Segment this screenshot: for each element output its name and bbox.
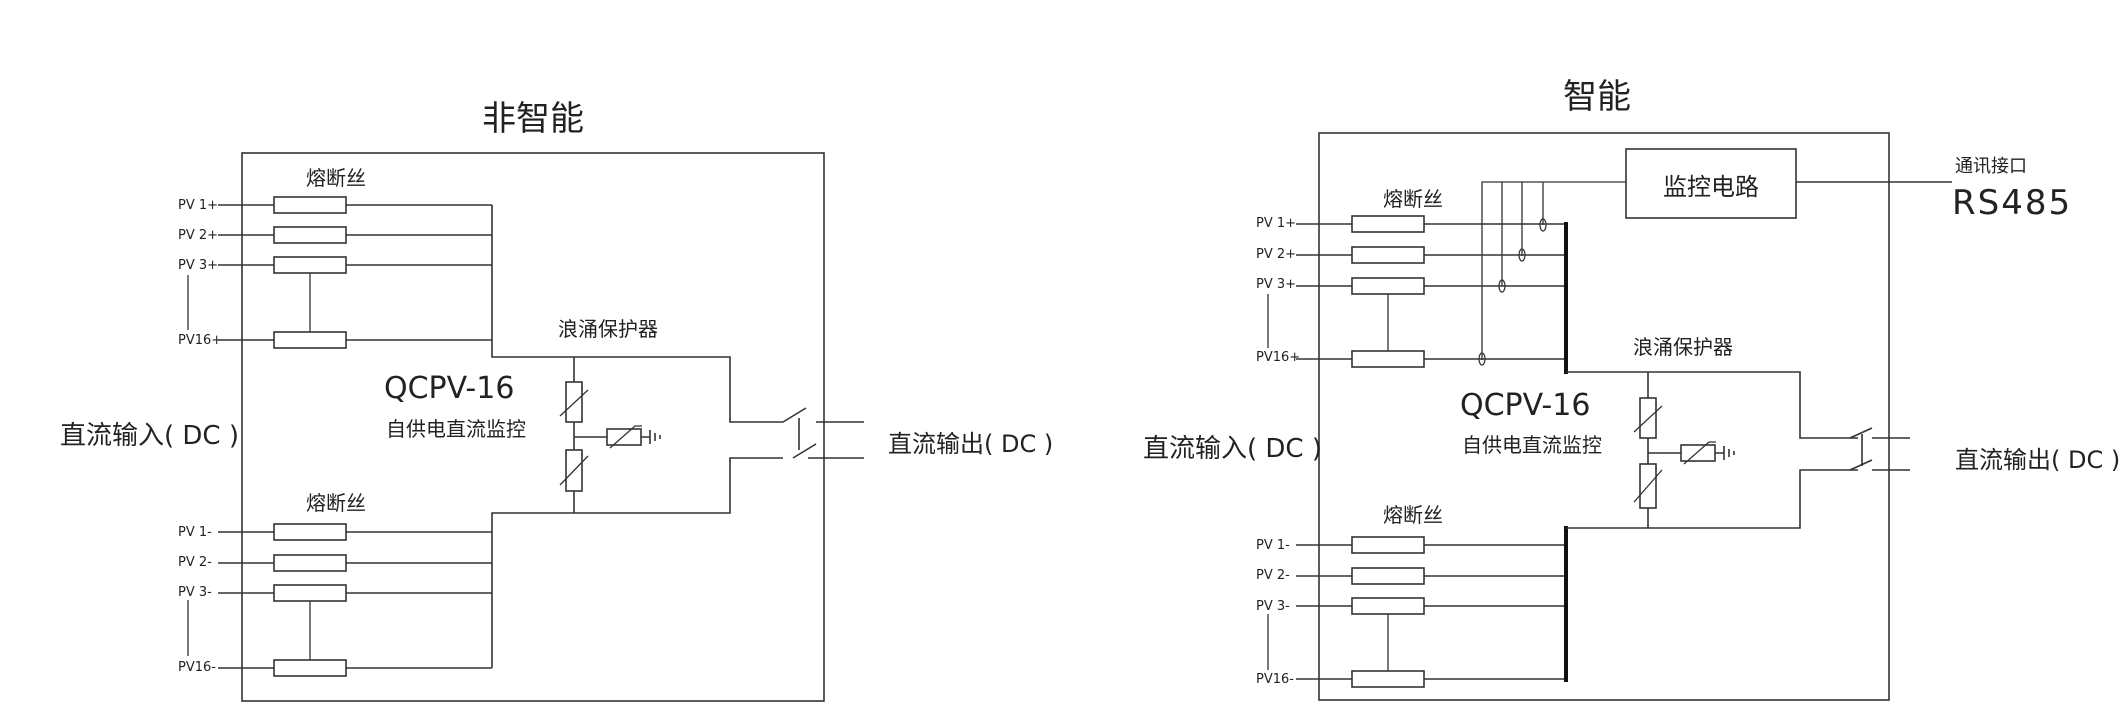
left-input-label: 直流输入( DC ) — [60, 421, 239, 451]
left-pv-pos-3: PV 3+ — [178, 258, 218, 273]
left-model-desc: 自供电直流监控 — [386, 417, 526, 441]
smart-diagram: 智能 监控电路 通讯接口 RS485 熔断丝 熔断丝 PV 1+ PV 2+ P… — [1143, 77, 2120, 701]
left-pv-pos-2: PV 2+ — [178, 228, 218, 243]
right-fuse-neg-3 — [1351, 597, 1425, 615]
left-surge-label: 浪涌保护器 — [558, 317, 658, 341]
left-fuse-neg-2 — [273, 554, 347, 572]
left-negative-strings: PV 1- PV 2- PV 3- PV16- — [178, 457, 783, 677]
right-surge-protector: 浪涌保护器 — [1633, 335, 1735, 528]
left-fuse-pos-3 — [273, 256, 347, 274]
left-fuse-neg-1 — [273, 523, 347, 541]
right-varistor-1 — [1639, 397, 1657, 439]
right-fuse-neg-16 — [1351, 670, 1425, 688]
right-fuse-pos-2 — [1351, 246, 1425, 264]
right-enclosure — [1318, 132, 1890, 701]
left-fuse-top-label: 熔断丝 — [306, 166, 366, 190]
right-fuse-neg-2 — [1351, 567, 1425, 585]
right-pv-neg-2: PV 2- — [1256, 568, 1290, 583]
left-output-label: 直流输出( DC ) — [888, 430, 1053, 458]
right-pv-neg-3: PV 3- — [1256, 599, 1290, 614]
right-pv-pos-16: PV16+ — [1256, 350, 1300, 365]
left-fuse-bottom-label: 熔断丝 — [306, 491, 366, 515]
right-pv-pos-3: PV 3+ — [1256, 277, 1296, 292]
monitor-circuit-box — [1625, 148, 1797, 219]
right-fuse-top-label: 熔断丝 — [1383, 187, 1443, 211]
right-fuse-pos-1 — [1351, 215, 1425, 233]
right-surge-label: 浪涌保护器 — [1633, 335, 1733, 359]
left-output-switch — [782, 407, 864, 459]
left-pv-neg-16: PV16- — [178, 660, 216, 675]
left-enclosure — [241, 152, 825, 702]
left-positive-strings: PV 1+ PV 2+ PV 3+ PV16+ — [178, 196, 783, 423]
left-pv-neg-2: PV 2- — [178, 555, 212, 570]
right-model: QCPV-16 — [1460, 388, 1590, 423]
left-pv-pos-16: PV16+ — [178, 333, 222, 348]
right-pv-pos-1: PV 1+ — [1256, 216, 1296, 231]
left-fuse-pos-2 — [273, 226, 347, 244]
left-fuse-neg-3 — [273, 584, 347, 602]
left-title: 非智能 — [482, 99, 584, 139]
right-fuse-bottom-label: 熔断丝 — [1383, 503, 1443, 527]
left-surge-protector: 浪涌保护器 — [558, 317, 661, 513]
left-pv-neg-1: PV 1- — [178, 525, 212, 540]
comm-protocol-label: RS485 — [1952, 183, 2072, 223]
non-smart-diagram: 非智能 熔断丝 熔断丝 PV 1+ PV 2+ PV 3+ PV16+ PV 1… — [60, 99, 1053, 702]
right-negative-strings: PV 1- PV 2- PV 3- PV16- — [1256, 469, 1858, 688]
left-fuse-pos-16 — [273, 331, 347, 349]
right-gas-discharge-tube — [1680, 444, 1716, 462]
right-fuse-pos-3 — [1351, 277, 1425, 295]
right-title: 智能 — [1563, 77, 1631, 117]
right-fuse-neg-1 — [1351, 536, 1425, 554]
left-gas-discharge-tube — [606, 428, 642, 446]
right-pv-neg-1: PV 1- — [1256, 538, 1290, 553]
right-positive-strings: PV 1+ PV 2+ PV 3+ PV16+ — [1256, 215, 1858, 439]
right-pv-pos-2: PV 2+ — [1256, 247, 1296, 262]
left-fuse-pos-1 — [273, 196, 347, 214]
monitor-circuit-label: 监控电路 — [1663, 173, 1759, 201]
right-output-switch — [1849, 427, 1910, 471]
left-model: QCPV-16 — [384, 371, 514, 406]
right-output-label: 直流输出( DC ) — [1955, 446, 2120, 474]
left-pv-neg-3: PV 3- — [178, 585, 212, 600]
right-pv-neg-16: PV16- — [1256, 672, 1294, 687]
right-model-desc: 自供电直流监控 — [1462, 433, 1602, 457]
left-fuse-neg-16 — [273, 659, 347, 677]
current-sense-taps — [1478, 181, 1626, 366]
comm-interface-label: 通讯接口 — [1955, 156, 2027, 177]
left-varistor-1 — [565, 381, 583, 423]
left-pv-pos-1: PV 1+ — [178, 198, 218, 213]
right-fuse-pos-16 — [1351, 350, 1425, 368]
right-input-label: 直流输入( DC ) — [1143, 434, 1322, 464]
